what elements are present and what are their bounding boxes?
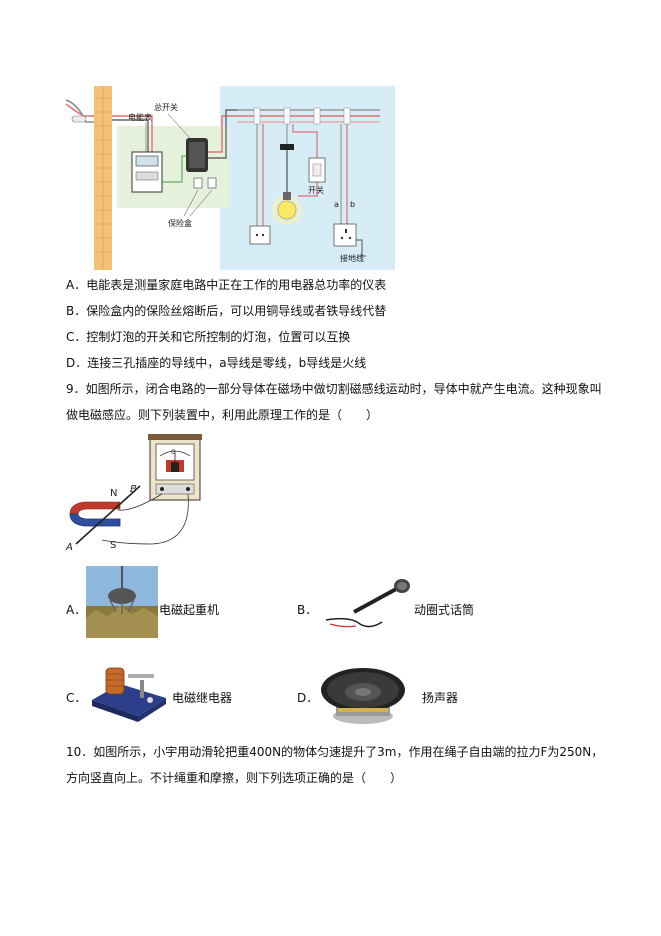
q9-option-b-letter: B． [297, 603, 318, 617]
fuse-box-label: 保险盒 [168, 218, 192, 228]
speaker-photo-icon [321, 668, 405, 724]
crane-photo-icon [86, 566, 158, 638]
q10-stem: 10．如图所示，小宇用动滑轮把重400N的物体匀速提升了3m，作用在绳子自由端的… [66, 745, 604, 785]
q9-option-d-letter: D． [297, 691, 319, 705]
end-b-label: B [130, 484, 137, 495]
pole-n-label: N [110, 488, 117, 499]
wire-b-label: b [350, 200, 355, 209]
end-a-label: A [65, 542, 73, 553]
q8-option-b: B．保险盒内的保险丝熔断后，可以用铜导线或者铁导线代替 [66, 304, 387, 318]
q8-option-c: C．控制灯泡的开关和它所控制的灯泡，位置可以互换 [66, 330, 351, 344]
microphone-photo-icon [325, 579, 410, 628]
ground-wire-label: 接地线 [340, 253, 364, 263]
galvanometer-g-label: G [171, 449, 176, 456]
induction-experiment-figure: G N S A B [65, 434, 202, 553]
q9-stem: 9．如图所示，闭合电路的一部分导体在磁场中做切割磁感线运动时，导体中就产生电流。… [66, 382, 602, 422]
q9-option-c-letter: C． [66, 691, 87, 705]
wire-a-label: a [334, 200, 339, 209]
energy-meter-label: 电能表 [128, 112, 152, 122]
relay-photo-icon [92, 667, 166, 722]
q8-option-a: A．电能表是测量家庭电路中正在工作的用电器总功率的仪表 [66, 278, 387, 292]
q9-option-c-text: 电磁继电器 [172, 691, 233, 705]
q8-option-d: D．连接三孔插座的导线中，a导线是零线，b导线是火线 [66, 356, 367, 370]
q9-option-b-text: 动圈式话筒 [414, 603, 475, 617]
q9-option-a-text: 电磁起重机 [159, 603, 220, 617]
q9-option-d-text: 扬声器 [422, 691, 459, 705]
q9-option-a-letter: A． [66, 603, 87, 617]
main-switch-label: 总开关 [154, 102, 178, 112]
pole-s-label: S [110, 540, 116, 551]
switch-label: 开关 [308, 185, 324, 195]
household-circuit-figure: 总开关 电能表 开关 保险盒 a b 接地线 [65, 86, 395, 270]
